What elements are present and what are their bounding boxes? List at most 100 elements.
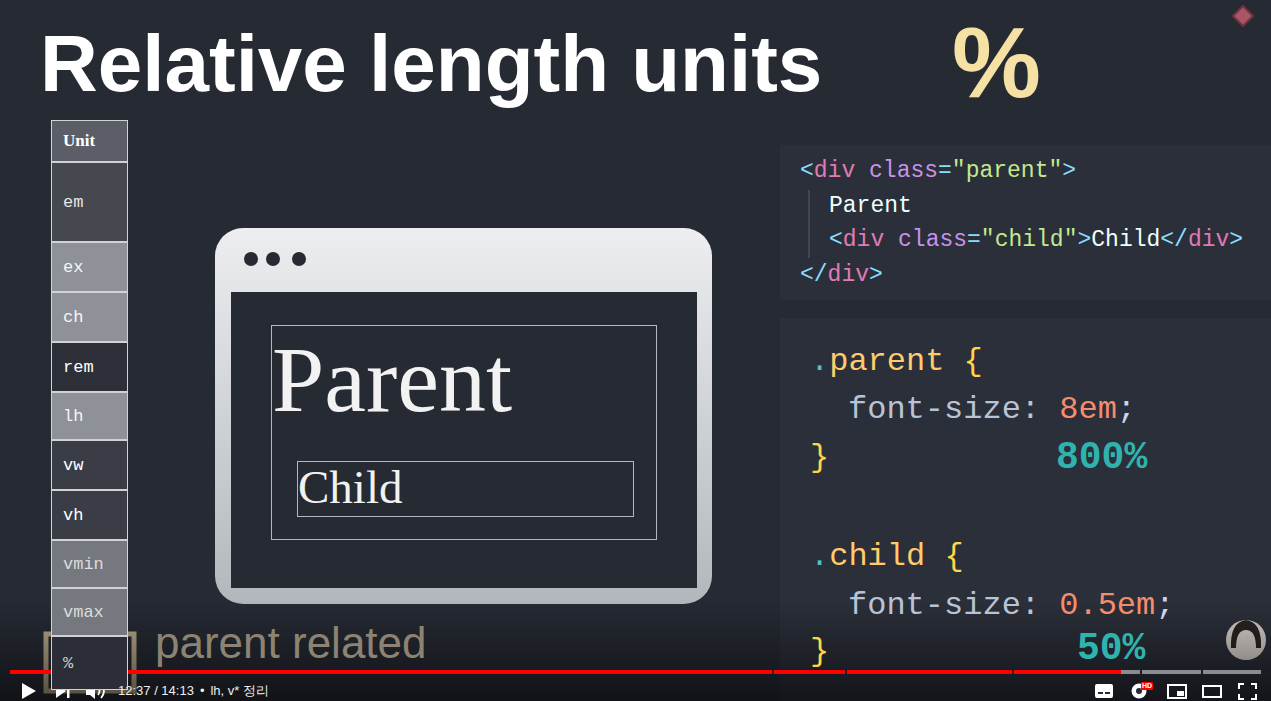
window-dot: [244, 252, 258, 266]
table-cell: ch: [51, 292, 128, 342]
unit-name: Unit: [63, 131, 95, 151]
css-token: 0.5em: [1059, 587, 1155, 624]
percent-equivalent: 50%: [1077, 627, 1145, 670]
table-cell: em: [51, 162, 128, 242]
unit-name: lh: [63, 407, 83, 426]
table-cell: vmin: [51, 540, 128, 588]
css-token: font-size:: [848, 391, 1040, 428]
indent-guide: [808, 190, 810, 258]
slide-title: Relative length units: [40, 24, 822, 104]
css-token: font-size:: [848, 587, 1040, 624]
fullscreen-icon: [1239, 684, 1256, 699]
unit-name: em: [63, 193, 83, 212]
hd-badge: HD: [1142, 682, 1152, 689]
table-cell: rem: [51, 342, 128, 392]
subtitles-icon-line: [1105, 692, 1110, 694]
code-token: </: [1160, 227, 1188, 253]
code-token: =: [938, 158, 952, 184]
code-token: >: [869, 262, 883, 288]
css-token-line: .child{: [810, 537, 964, 577]
code-token: "parent": [952, 158, 1062, 184]
unit-group-note-line: parent related: [155, 618, 427, 668]
css-token: .: [810, 343, 829, 380]
child-box: Child: [297, 461, 634, 517]
percent-equivalent-line: 800%: [1056, 436, 1147, 480]
code-token-line: Parent: [829, 191, 912, 221]
progress-track: [10, 670, 1261, 674]
browser-viewport: [231, 292, 697, 588]
play-icon: [22, 683, 36, 699]
code-token: >: [1229, 227, 1243, 253]
unit-name: vh: [63, 506, 83, 525]
code-token: div: [828, 262, 869, 288]
table-cell: ex: [51, 242, 128, 292]
code-token: >: [1062, 158, 1076, 184]
browser-window: [215, 228, 712, 604]
theater-icon: [1203, 686, 1221, 697]
unit-name: %: [63, 654, 73, 673]
subtitles-icon: [1095, 684, 1113, 698]
code-token-line: <divclass="child">Child</div>: [829, 225, 1243, 255]
css-token-line: .parent {: [810, 342, 983, 382]
window-dot: [292, 252, 306, 266]
code-token: </: [800, 262, 828, 288]
code-token-line: </div>: [800, 260, 883, 290]
chapter-gap: [772, 670, 774, 674]
unit-name: ch: [63, 308, 83, 327]
unit-name: vmin: [63, 555, 104, 574]
box-label: Parent: [272, 332, 512, 426]
table-cell: vmax: [51, 588, 128, 636]
percent-equivalent-line: 50%: [1077, 627, 1145, 671]
code-token-line: <div class="parent">: [800, 156, 1076, 186]
table-cell: vw: [51, 440, 128, 490]
code-token: div: [814, 158, 855, 184]
code-token: class: [869, 158, 938, 184]
css-token: }: [810, 633, 829, 670]
channel-logo: [1233, 6, 1253, 26]
css-token: child: [829, 538, 925, 575]
code-token: class: [898, 227, 967, 253]
css-token: ;: [1155, 587, 1174, 624]
html-code-panel: [780, 145, 1271, 300]
css-token: }: [810, 439, 829, 476]
unit-name: vw: [63, 456, 83, 475]
percent-symbol-line: %: [952, 7, 1041, 117]
highlight-frame: [46, 634, 134, 691]
code-token: div: [1188, 227, 1229, 253]
code-token: <: [800, 158, 814, 184]
table-cell: Unit: [51, 120, 128, 162]
css-token: {: [944, 538, 963, 575]
miniplayer-icon: [1168, 685, 1186, 698]
table-cell: vh: [51, 490, 128, 540]
code-token: div: [843, 227, 884, 253]
progress-played: [10, 670, 1121, 674]
table-cell: lh: [51, 392, 128, 440]
player-time: •: [200, 683, 205, 698]
code-token: "child": [981, 227, 1078, 253]
unit-name: vmax: [63, 603, 104, 622]
css-token: parent: [829, 343, 944, 380]
player-time: lh, v* 정리: [210, 683, 269, 698]
code-token: <: [829, 227, 843, 253]
box-label: Child: [298, 464, 402, 511]
hd-badge-ground: [1141, 682, 1153, 690]
percent-symbol: %: [952, 6, 1041, 118]
chapter-gap: [1201, 670, 1203, 674]
css-token-line: }: [810, 632, 829, 672]
css-token: {: [964, 343, 983, 380]
hd-badge-line: HD: [1141, 682, 1153, 690]
chapter-gap: [1012, 670, 1014, 674]
css-token-line: font-size:8em;: [848, 390, 1136, 430]
unit-group-note: parent related: [155, 618, 427, 667]
code-token: =: [967, 227, 981, 253]
player-time-line: 12:37 / 14:13•lh, v* 정리: [118, 682, 269, 700]
unit-name: rem: [63, 358, 94, 377]
code-token: Child: [1091, 227, 1160, 253]
table-cell: %: [51, 636, 128, 690]
code-token: >: [1077, 227, 1091, 253]
percent-equivalent: 800%: [1056, 436, 1147, 479]
code-token: Parent: [829, 193, 912, 219]
miniplayer-icon-inset: [1177, 691, 1184, 696]
